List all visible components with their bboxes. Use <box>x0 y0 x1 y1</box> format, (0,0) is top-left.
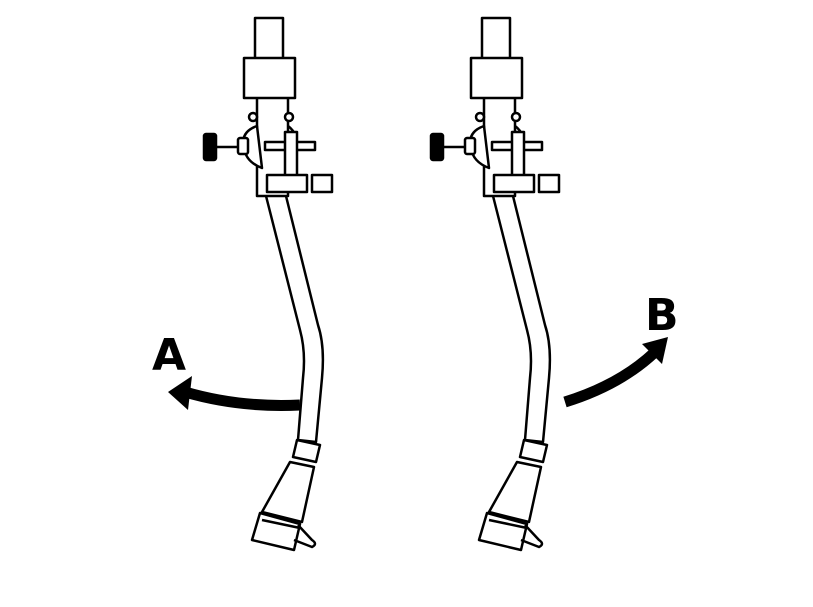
tonearm-right <box>429 16 561 552</box>
arrow-a <box>168 376 301 411</box>
label-a: A <box>152 330 187 381</box>
arrow-b <box>563 337 668 408</box>
label-b: B <box>645 290 679 341</box>
tonearm-left <box>202 16 334 552</box>
